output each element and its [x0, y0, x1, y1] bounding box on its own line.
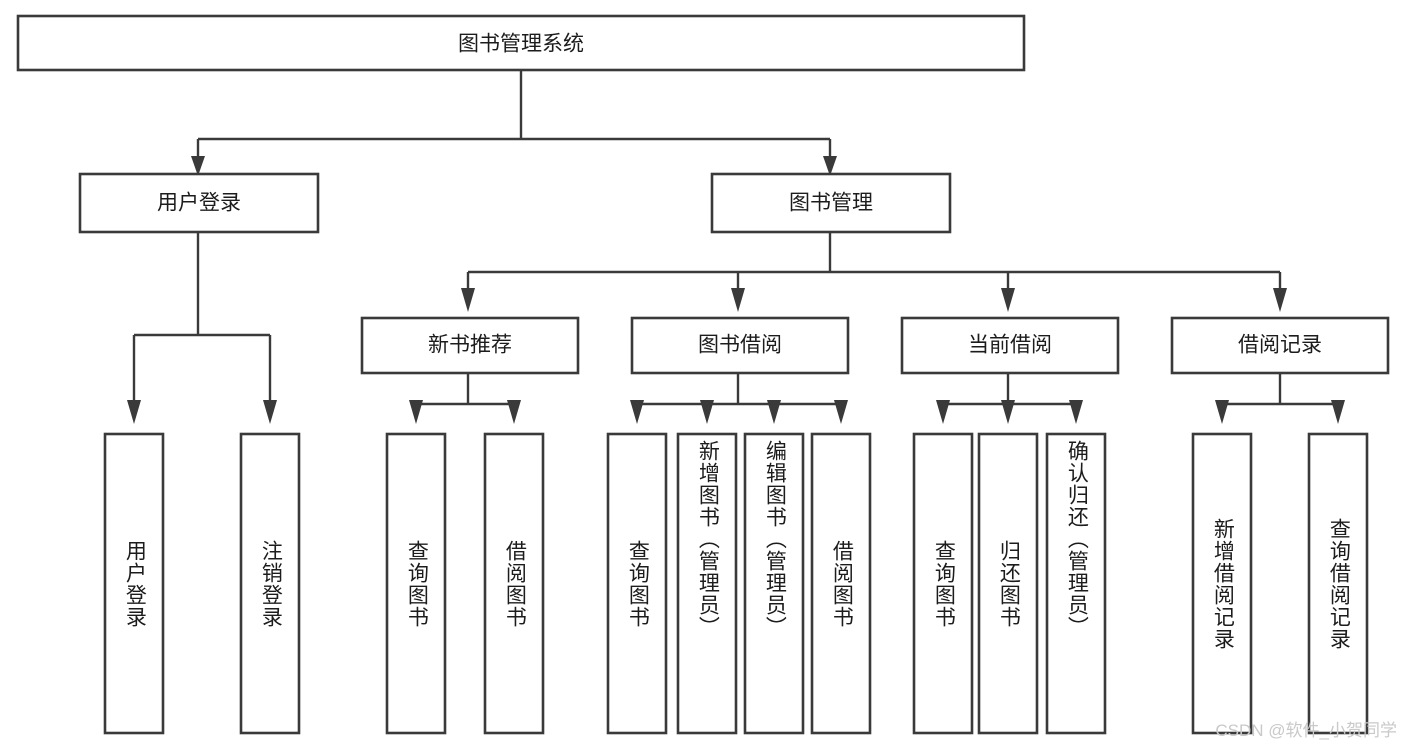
node-borrow-record-label: 借阅记录 [1238, 334, 1322, 357]
arrow-userlogin-leaf-1 [127, 400, 141, 424]
leaf-box-layer [103, 432, 1369, 735]
node-borrow-record-box[interactable] [1170, 316, 1390, 375]
leaf-query-book-1-box[interactable] [385, 432, 447, 735]
arrow-root-to-book-manage [823, 156, 837, 176]
node-user-login-label: 用户登录 [157, 192, 241, 215]
node-book-manage[interactable]: 图书管理 [710, 172, 952, 234]
node-current-borrow-box[interactable] [900, 316, 1120, 375]
node-book-manage-box[interactable] [710, 172, 952, 234]
arrow-to-book-borrow [731, 288, 745, 312]
leaf-return-book-box[interactable] [977, 432, 1039, 735]
leaf-user-login-box[interactable] [103, 432, 165, 735]
leaf-borrow-book-1-box[interactable] [483, 432, 545, 735]
arrow-borrowrecord-leaf-2 [1331, 400, 1345, 424]
node-new-book-rec-box[interactable] [360, 316, 580, 375]
node-book-borrow-box[interactable] [630, 316, 850, 375]
node-book-manage-label: 图书管理 [789, 192, 873, 215]
arrow-bookborrow-leaf-2 [700, 400, 714, 424]
leaf-query-book-2-box[interactable] [606, 432, 668, 735]
node-current-borrow[interactable]: 当前借阅 [900, 316, 1120, 375]
arrow-bookborrow-leaf-1 [630, 400, 644, 424]
node-root[interactable]: 图书管理系统 [16, 14, 1026, 72]
connector-layer [127, 70, 1345, 424]
leaf-query-record-box[interactable] [1307, 432, 1369, 735]
arrow-borrowrecord-leaf-1 [1215, 400, 1229, 424]
arrow-to-current-borrow [1001, 288, 1015, 312]
watermark-text: CSDN @软件_小贺同学 [1215, 721, 1397, 740]
arrow-bookborrow-leaf-3 [767, 400, 781, 424]
node-new-book-rec-label: 新书推荐 [428, 334, 512, 357]
leaf-query-book-3-box[interactable] [912, 432, 974, 735]
node-book-borrow[interactable]: 图书借阅 [630, 316, 850, 375]
arrow-to-new-book-rec [461, 288, 475, 312]
node-root-label: 图书管理系统 [458, 33, 584, 56]
node-user-login-box[interactable] [78, 172, 320, 234]
leaf-logout-login-box[interactable] [239, 432, 301, 735]
leaf-confirm-return-box[interactable] [1045, 432, 1107, 735]
arrow-currentborrow-leaf-2 [1001, 400, 1015, 424]
arrow-newbookrec-leaf-2 [507, 400, 521, 424]
leaf-borrow-book-2-box[interactable] [810, 432, 872, 735]
arrow-root-to-user-login [191, 156, 205, 176]
node-current-borrow-label: 当前借阅 [968, 334, 1052, 357]
arrow-bookborrow-leaf-4 [834, 400, 848, 424]
leaf-add-record-box[interactable] [1191, 432, 1253, 735]
node-user-login[interactable]: 用户登录 [78, 172, 320, 234]
arrow-currentborrow-leaf-1 [936, 400, 950, 424]
node-borrow-record[interactable]: 借阅记录 [1170, 316, 1390, 375]
arrow-newbookrec-leaf-1 [409, 400, 423, 424]
leaf-add-book-box[interactable] [676, 432, 738, 735]
node-root-box[interactable] [16, 14, 1026, 72]
leaf-edit-book-box[interactable] [743, 432, 805, 735]
arrow-userlogin-leaf-2 [263, 400, 277, 424]
arrow-to-borrow-record [1273, 288, 1287, 312]
node-new-book-rec[interactable]: 新书推荐 [360, 316, 580, 375]
node-book-borrow-label: 图书借阅 [698, 334, 782, 357]
arrow-currentborrow-leaf-3 [1069, 400, 1083, 424]
